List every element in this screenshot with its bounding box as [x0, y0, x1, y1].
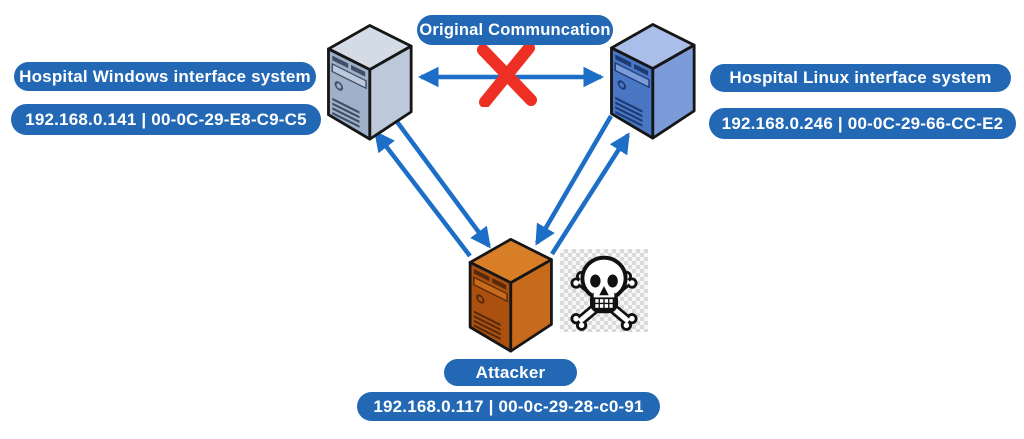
attacker-label: Attacker [444, 359, 577, 386]
arrow-attacker-to-linux [550, 132, 630, 256]
skull-crossbones-icon [560, 249, 648, 332]
server-tower-icon [468, 237, 553, 353]
linux-server-node [603, 16, 697, 140]
attacker-server-node [461, 231, 555, 353]
blocked-x-icon [477, 43, 537, 107]
linux-ip-mac-label: 192.168.0.246 | 00-0C-29-66-CC-E2 [709, 108, 1016, 139]
original-communication-label: Original Communcation [417, 15, 613, 45]
windows-system-label: Hospital Windows interface system [14, 62, 316, 91]
linux-system-label: Hospital Linux interface system [710, 64, 1011, 92]
windows-ip-mac-label: 192.168.0.141 | 00-0C-29-E8-C9-C5 [11, 104, 321, 135]
attacker-ip-mac-label: 192.168.0.117 | 00-0c-29-28-c0-91 [357, 392, 660, 421]
arrow-linux-to-attacker [535, 114, 613, 246]
server-tower-icon [610, 23, 696, 140]
server-tower-icon [327, 24, 413, 141]
windows-server-node [320, 17, 414, 141]
arrow-attacker-to-windows [374, 130, 472, 258]
